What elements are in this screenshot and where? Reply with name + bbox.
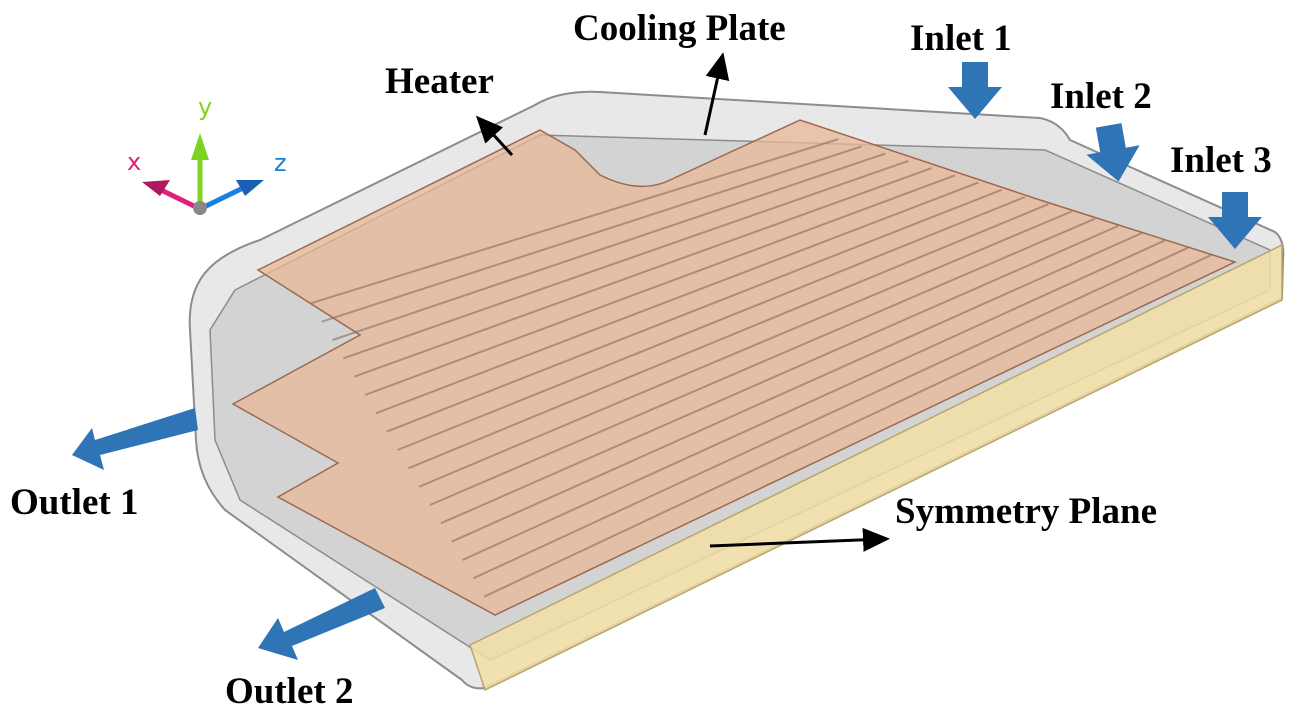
flow-channel <box>386 188 1003 433</box>
flow-channel <box>418 210 1073 488</box>
symmetry-plane-label: Symmetry Plane <box>895 491 1157 532</box>
inlet-3-arrow <box>1208 192 1262 249</box>
cooling-plate-label: Cooling Plate <box>573 8 786 49</box>
flow-channel <box>375 181 979 415</box>
flow-channel <box>472 246 1189 580</box>
heater-pointer <box>475 115 514 157</box>
heater <box>231 119 1238 616</box>
x-axis-label: x <box>127 148 141 176</box>
flow-channel <box>483 253 1213 598</box>
symmetry-plane-pointer <box>709 527 890 552</box>
outlet-1-arrow <box>72 408 198 470</box>
flow-channel <box>343 159 909 360</box>
flow-channel <box>310 138 839 305</box>
flow-channel <box>429 217 1096 506</box>
y-axis-label: y <box>198 93 212 121</box>
flow-channels <box>310 138 1213 598</box>
flow-channel <box>353 167 933 378</box>
z-axis-arrow <box>200 184 247 211</box>
flow-channel <box>332 152 886 341</box>
origin-sphere <box>193 201 207 215</box>
inlet-3-label: Inlet 3 <box>1170 140 1272 181</box>
outlet-2-label: Outlet 2 <box>225 671 353 712</box>
inlet-1-label: Inlet 1 <box>910 18 1012 59</box>
axis-triad: x y z <box>127 93 287 215</box>
flow-channel <box>364 174 956 396</box>
z-axis-label: z <box>274 149 287 177</box>
inlet-2-arrow <box>1086 123 1140 182</box>
cooling-plate-pointer <box>703 52 730 136</box>
flow-channel <box>321 145 862 323</box>
inlet-1-arrow <box>948 62 1002 119</box>
flow-channel <box>397 196 1026 451</box>
outlet-1-label: Outlet 1 <box>10 482 138 523</box>
flow-channel <box>407 203 1049 470</box>
flow-channel <box>451 232 1143 543</box>
inlet-2-label: Inlet 2 <box>1050 76 1152 117</box>
flow-channel <box>462 239 1166 561</box>
symmetry-plane <box>469 243 1283 692</box>
flow-channel <box>440 224 1119 525</box>
outlet-2-arrow <box>258 588 385 660</box>
heater-label: Heater <box>385 61 494 102</box>
